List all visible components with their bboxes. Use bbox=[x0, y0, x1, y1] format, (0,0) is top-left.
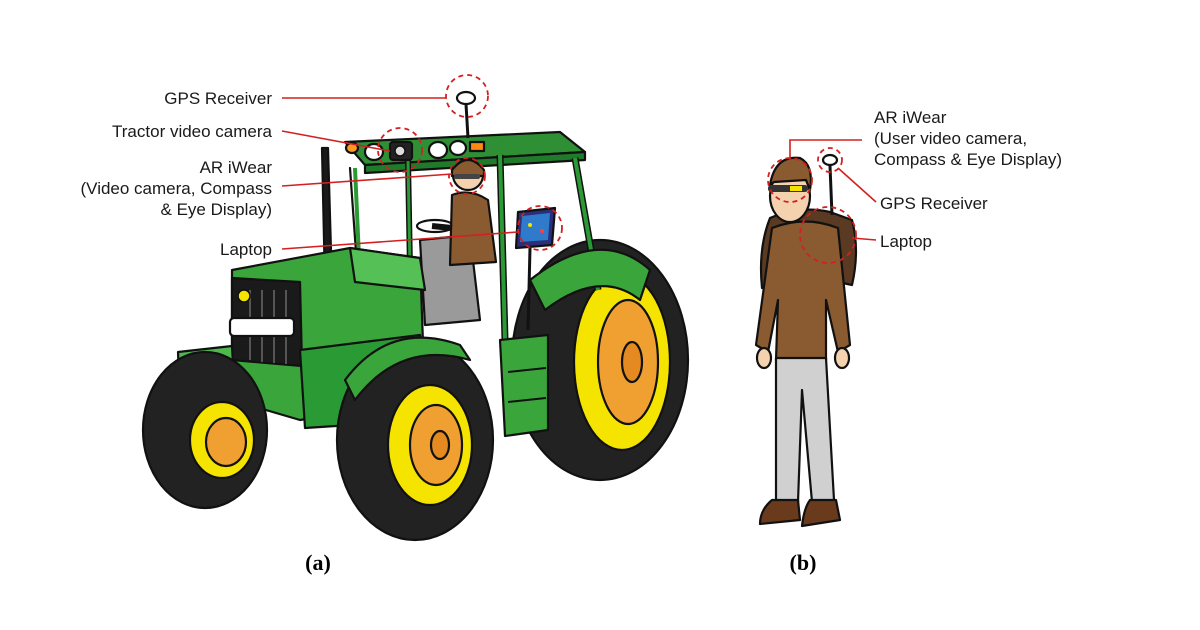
user-laptop-highlight bbox=[799, 206, 857, 264]
caption-a: (a) bbox=[305, 550, 331, 575]
label-laptop-a: Laptop bbox=[220, 240, 272, 259]
laptop-highlight bbox=[517, 205, 563, 251]
user-laptop-leader-line bbox=[851, 237, 877, 241]
tractor-gps-antenna bbox=[455, 90, 477, 139]
laptop-in-cab bbox=[514, 206, 557, 331]
label-ar-iwear-b-line3: Compass & Eye Display) bbox=[874, 150, 1062, 169]
front-wheel-left bbox=[141, 350, 269, 510]
user-ar-iwear-leader-line bbox=[789, 139, 862, 160]
tractor-video-camera bbox=[388, 140, 414, 162]
label-ar-iwear-a: AR iWear bbox=[200, 158, 273, 177]
label-tractor-video-camera: Tractor video camera bbox=[112, 122, 273, 141]
gps-receiver-highlight bbox=[445, 74, 489, 118]
user-gps-leader-line bbox=[837, 167, 877, 203]
tractor-illustration bbox=[141, 90, 690, 542]
ar-iwear-highlight bbox=[448, 157, 486, 195]
tractor-driver bbox=[431, 158, 498, 267]
user-pants bbox=[774, 356, 836, 504]
label-laptop-b: Laptop bbox=[880, 232, 932, 251]
label-ar-iwear-b: AR iWear bbox=[874, 108, 947, 127]
label-gps-receiver-a: GPS Receiver bbox=[164, 89, 272, 108]
front-wheel-right bbox=[335, 336, 495, 542]
label-ar-iwear-b-line2: (User video camera, bbox=[874, 129, 1027, 148]
caption-b: (b) bbox=[790, 550, 817, 575]
label-ar-iwear-a-line2: (Video camera, Compass bbox=[81, 179, 273, 198]
walking-user-illustration bbox=[754, 153, 858, 528]
backpack-gps-antenna bbox=[821, 153, 839, 167]
laptop-leader-line bbox=[281, 231, 519, 250]
user-gps-highlight bbox=[817, 147, 843, 173]
label-ar-iwear-a-line3: & Eye Display) bbox=[161, 200, 272, 219]
ar-iwear-leader-line bbox=[281, 173, 453, 187]
camera-leader-line bbox=[281, 130, 391, 152]
user-sweater bbox=[754, 220, 852, 362]
tractor-camera-highlight bbox=[377, 127, 423, 173]
label-gps-receiver-b: GPS Receiver bbox=[880, 194, 988, 213]
